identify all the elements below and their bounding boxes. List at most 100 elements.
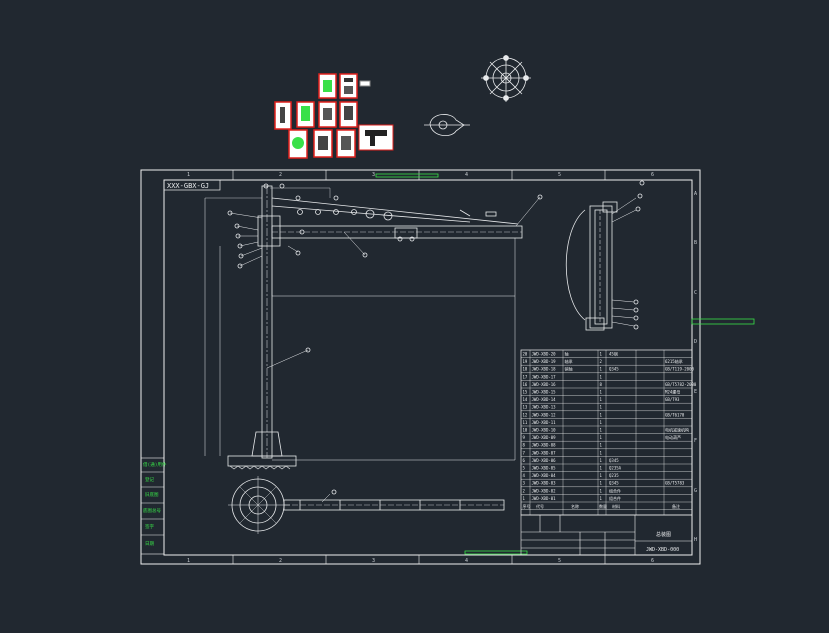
bom-note: GB/T6170 [665,412,685,417]
bom-code: JWD-XBD-15 [532,390,557,395]
left-strip-label: 日期 [145,541,154,547]
bom-no: 13 [523,405,528,410]
drawing-title-tag: XXX-GBX-GJ [167,182,209,190]
drawing-number: JWD-XBD-000 [646,547,679,553]
zone-label: 5 [558,172,561,178]
zone-label: 3 [372,558,375,564]
bom-qty: 1 [600,488,603,493]
thumbnail-8[interactable] [313,129,333,158]
bom-qty: 1 [600,412,603,417]
bom-code: JWD-XBD-19 [532,359,557,364]
bom-no: 3 [523,481,526,486]
flange-detail-view [481,55,531,102]
bom-code: JWD-XBD-14 [532,397,557,402]
bom-qty: 1 [600,428,603,433]
bom-no: 8 [523,443,526,448]
bom-header-cell: 材料 [612,503,620,509]
bom-no: 15 [523,390,528,395]
selection-marker[interactable] [464,550,528,555]
title-block [520,514,693,556]
bom-qty: 1 [600,397,603,402]
title-tag: XXX-GBX-GJ [163,179,221,191]
thumbnail-1[interactable] [318,73,337,99]
bom-no: 2 [523,488,526,493]
thumbnail-small[interactable] [359,80,371,87]
zone-columns-top: 1 2 3 4 5 6 [187,172,654,178]
bom-note: 6215轴承 [665,358,683,364]
bom-name: 销轴 [565,366,573,372]
link-plate-view [424,114,470,136]
bom-code: JWD-XBD-12 [532,412,557,417]
bom-no: 14 [523,397,528,402]
thumbnail-10[interactable] [358,124,394,151]
zone-label: A [694,191,697,197]
bom-header-cell: 备注 [672,503,680,509]
thumbnail-6[interactable] [339,101,358,128]
bom-header-cell: 数量 [599,503,607,509]
thumbnail-2[interactable] [339,73,358,99]
bom-code: JWD-XBD-08 [532,443,557,448]
thumbnail-7[interactable] [288,129,308,159]
bom-code: JWD-XBD-20 [532,352,557,357]
bom-mat: 45钢 [609,351,618,357]
bom-header-cell: 名称 [571,503,579,509]
jib-crane-elevation [204,183,543,470]
bom-mat: Q235A [609,466,622,471]
bom-no: 4 [523,473,526,478]
bom-qty: 1 [600,405,603,410]
bom-no: 6 [523,458,526,463]
bom-no: 1 [523,496,526,501]
selection-marker[interactable] [691,318,755,325]
zone-label: F [694,438,697,444]
zone-ticks [232,170,606,564]
bom-note: M24螺母 [665,389,680,395]
zone-label: 2 [279,172,282,178]
bom-code: JWD-XBD-01 [532,496,557,501]
bom-note: GB/T119-2000 [665,367,694,372]
bom-code: JWD-XBD-06 [532,458,557,463]
bom-code: JWD-XBD-04 [532,473,557,478]
bom-qty: 1 [600,443,603,448]
zone-label: B [694,240,697,246]
left-strip-label: 签字 [145,523,154,530]
bom-qty: 1 [600,481,603,486]
zone-columns-bottom: 1 2 3 4 5 6 [187,558,654,564]
bom-no: 16 [523,382,528,387]
zone-label: E [694,389,697,395]
bom-code: JWD-XBD-16 [532,382,557,387]
thumbnail-9[interactable] [336,129,356,158]
bom-code: JWD-XBD-18 [532,367,557,372]
bom-qty: 1 [600,420,603,425]
bom-qty: 1 [600,435,603,440]
zone-label: H [694,537,697,543]
bom-no: 17 [523,374,528,379]
bom-no: 7 [523,450,526,455]
assembly-label: 总装图 [656,531,671,538]
selection-marker[interactable] [375,173,439,178]
bom-qty: 1 [600,496,603,501]
bom-no: 10 [523,428,528,433]
thumbnail-4[interactable] [296,101,315,128]
bom-note: GB/T5783 [665,481,685,486]
zone-label: 1 [187,558,190,564]
bom-no: 20 [523,352,528,357]
bom-code: JWD-XBD-07 [532,450,557,455]
bom-code: JWD-XBD-17 [532,374,557,379]
bom-code: JWD-XBD-02 [532,488,557,493]
bom-qty: 1 [600,466,603,471]
bom-no: 12 [523,412,528,417]
plan-view [228,476,505,534]
bom-code: JWD-XBD-03 [532,481,557,486]
bom-code: JWD-XBD-10 [532,428,557,433]
thumbnail-3[interactable] [274,101,292,130]
thumbnail-5[interactable] [318,101,337,128]
bom-mat: 组合件 [609,487,621,493]
zone-rows-right: A B C D E F G H [694,191,697,543]
bom-code: JWD-XBD-13 [532,405,557,410]
zone-label: 3 [372,172,375,178]
bom-header-cell: 序号 [523,503,531,509]
bom-code: JWD-XBD-11 [532,420,557,425]
bom-mat: Q235 [609,473,619,478]
